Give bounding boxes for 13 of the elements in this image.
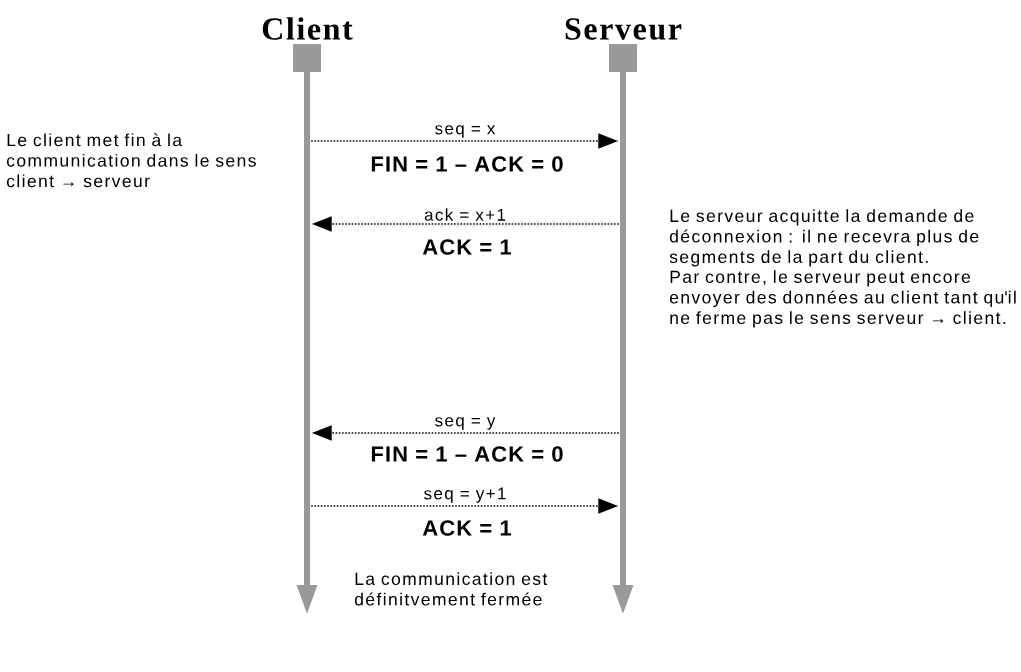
node-label: Serveur xyxy=(565,18,682,40)
annotation-text: La communication est définitvement fermée xyxy=(354,572,548,606)
message-flags: FIN = 1 – ACK = 0 xyxy=(371,446,563,462)
edge-label: seq = y+1 xyxy=(422,486,508,504)
message-flags: ACK = 1 xyxy=(422,520,512,536)
node-label: Client xyxy=(262,17,353,40)
annotation-text: Par contre, le serveur peut encore envoyer des données au client tant qu'il ne ferme pas le sens serveur → client. xyxy=(669,270,1016,328)
message-flags: FIN = 1 – ACK = 0 xyxy=(371,156,563,172)
edge-label: ack = x+1 xyxy=(423,207,507,222)
edge-label: seq = y xyxy=(433,416,497,431)
edge-label: seq = x xyxy=(433,124,497,139)
annotation-text: Le serveur acquitte la demande de déconnexion : il ne recevra plus de segments de la part du client. xyxy=(669,209,979,267)
message-flags: ACK = 1 xyxy=(422,239,512,255)
